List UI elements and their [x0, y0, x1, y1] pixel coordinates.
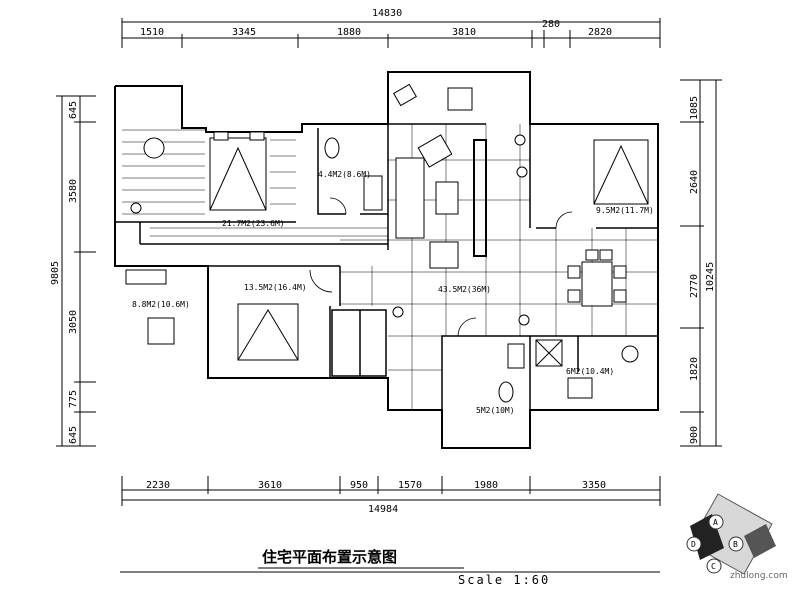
- study-desk-icon: [125, 269, 167, 285]
- dining-chair-icon-6: [599, 249, 613, 261]
- room-area-study: 8.8M2(10.6M): [132, 300, 190, 309]
- left-dim-5: 645: [68, 426, 79, 444]
- balcony-table-icon: [447, 87, 473, 111]
- bottom-dim-4: 1570: [398, 480, 422, 491]
- top-dim-5: 280: [542, 19, 560, 30]
- living-room-tile-grid: [340, 124, 658, 410]
- room-area-bathroom-1: 4.4M2(8.6M): [318, 170, 371, 179]
- sink-icon: [567, 377, 593, 399]
- bottom-dim-5: 1980: [474, 480, 498, 491]
- furniture: [125, 83, 649, 403]
- interior-walls: [115, 123, 658, 410]
- coffee-table-icon: [435, 181, 459, 215]
- room-area-master-bedroom: 21.7M2(23.6M): [222, 219, 285, 228]
- right-dim-5: 900: [689, 426, 700, 444]
- room-area-kitchen: 6M2(10.4M): [566, 367, 614, 376]
- room-area-living-dining: 43.5M2(36M): [438, 285, 491, 294]
- room-area-bedroom-east: 9.5M2(11.7M): [596, 206, 654, 215]
- bottom-dim-1: 2230: [146, 480, 170, 491]
- plant-icon-3: [518, 314, 530, 326]
- left-dim-2: 3580: [68, 179, 79, 203]
- armchair-icon: [143, 137, 165, 159]
- right-dim-4: 1820: [689, 357, 700, 381]
- compass-label-c: C: [711, 562, 716, 571]
- right-dim-1: 1085: [689, 96, 700, 120]
- drawing-title: 住宅平面布置示意图: [262, 548, 397, 566]
- right-dim-2: 2640: [689, 170, 700, 194]
- master-bed-icon: [209, 137, 267, 211]
- left-dim-1: 645: [68, 101, 79, 119]
- top-dim-1: 1510: [140, 27, 164, 38]
- left-dim-4: 775: [68, 390, 79, 408]
- dining-chair-icon-4: [613, 289, 627, 303]
- shower-icon: [363, 175, 383, 211]
- plant-icon-4: [392, 306, 404, 318]
- compass-label-a: A: [713, 518, 718, 527]
- compass-label-d: D: [691, 540, 696, 549]
- watermark-logo: A B C D zhulong.com: [686, 493, 788, 581]
- bottom-dim-6: 3350: [582, 480, 606, 491]
- room-area-bedroom-2: 13.5M2(16.4M): [244, 283, 307, 292]
- bottom-total-dimension: 14984: [368, 504, 398, 515]
- tv-wall-unit: [473, 139, 487, 257]
- top-dim-4: 3810: [452, 27, 476, 38]
- left-dim-3: 3050: [68, 310, 79, 334]
- bottom-dim-3: 950: [350, 480, 368, 491]
- bath2-sink-icon: [507, 343, 525, 369]
- bed-east-icon: [593, 139, 649, 205]
- plant-icon-2: [514, 134, 526, 146]
- bottom-dim-2: 3610: [258, 480, 282, 491]
- top-dim-3: 1880: [337, 27, 361, 38]
- right-dim-3: 2770: [689, 274, 700, 298]
- dining-chair-icon: [567, 265, 581, 279]
- nightstand-icon-2: [249, 131, 265, 141]
- top-dim-6: 2820: [588, 27, 612, 38]
- top-dimension-chain: [121, 18, 661, 48]
- toilet-icon: [324, 137, 340, 159]
- dining-chair-icon-3: [613, 265, 627, 279]
- dining-table-icon: [581, 261, 613, 307]
- plant-icon-5: [516, 166, 528, 178]
- exterior-walls: [114, 71, 659, 449]
- right-dimension-chain: [680, 79, 722, 447]
- right-total-dimension: 10245: [705, 262, 716, 292]
- armchair-icon-2: [429, 241, 459, 269]
- stove-icon: [621, 345, 639, 363]
- room-area-bathroom-2: 5M2(10M): [476, 406, 515, 415]
- sofa-icon: [395, 157, 425, 239]
- compass-label-b: B: [733, 540, 738, 549]
- lounge-chair-icon: [417, 134, 453, 168]
- watermark-text: zhulong.com: [730, 571, 788, 581]
- left-dimension-chain: [56, 95, 96, 447]
- door-swings: [309, 197, 573, 337]
- dining-chair-icon-5: [585, 249, 599, 261]
- study-table-icon: [147, 317, 175, 345]
- plant-icon: [130, 202, 142, 214]
- bottom-dimension-chain: [121, 476, 661, 506]
- top-dim-2: 3345: [232, 27, 256, 38]
- master-bedroom-floor-hatch: [122, 129, 388, 237]
- toilet-icon-2: [498, 381, 514, 403]
- nightstand-icon: [213, 131, 229, 141]
- top-total-dimension: 14830: [372, 8, 402, 19]
- left-total-dimension: 9805: [50, 261, 61, 285]
- dining-chair-icon-2: [567, 289, 581, 303]
- bed-2-icon: [237, 303, 299, 361]
- drawing-scale: Scale 1:60: [458, 573, 550, 587]
- balcony-chair-icon: [393, 83, 417, 107]
